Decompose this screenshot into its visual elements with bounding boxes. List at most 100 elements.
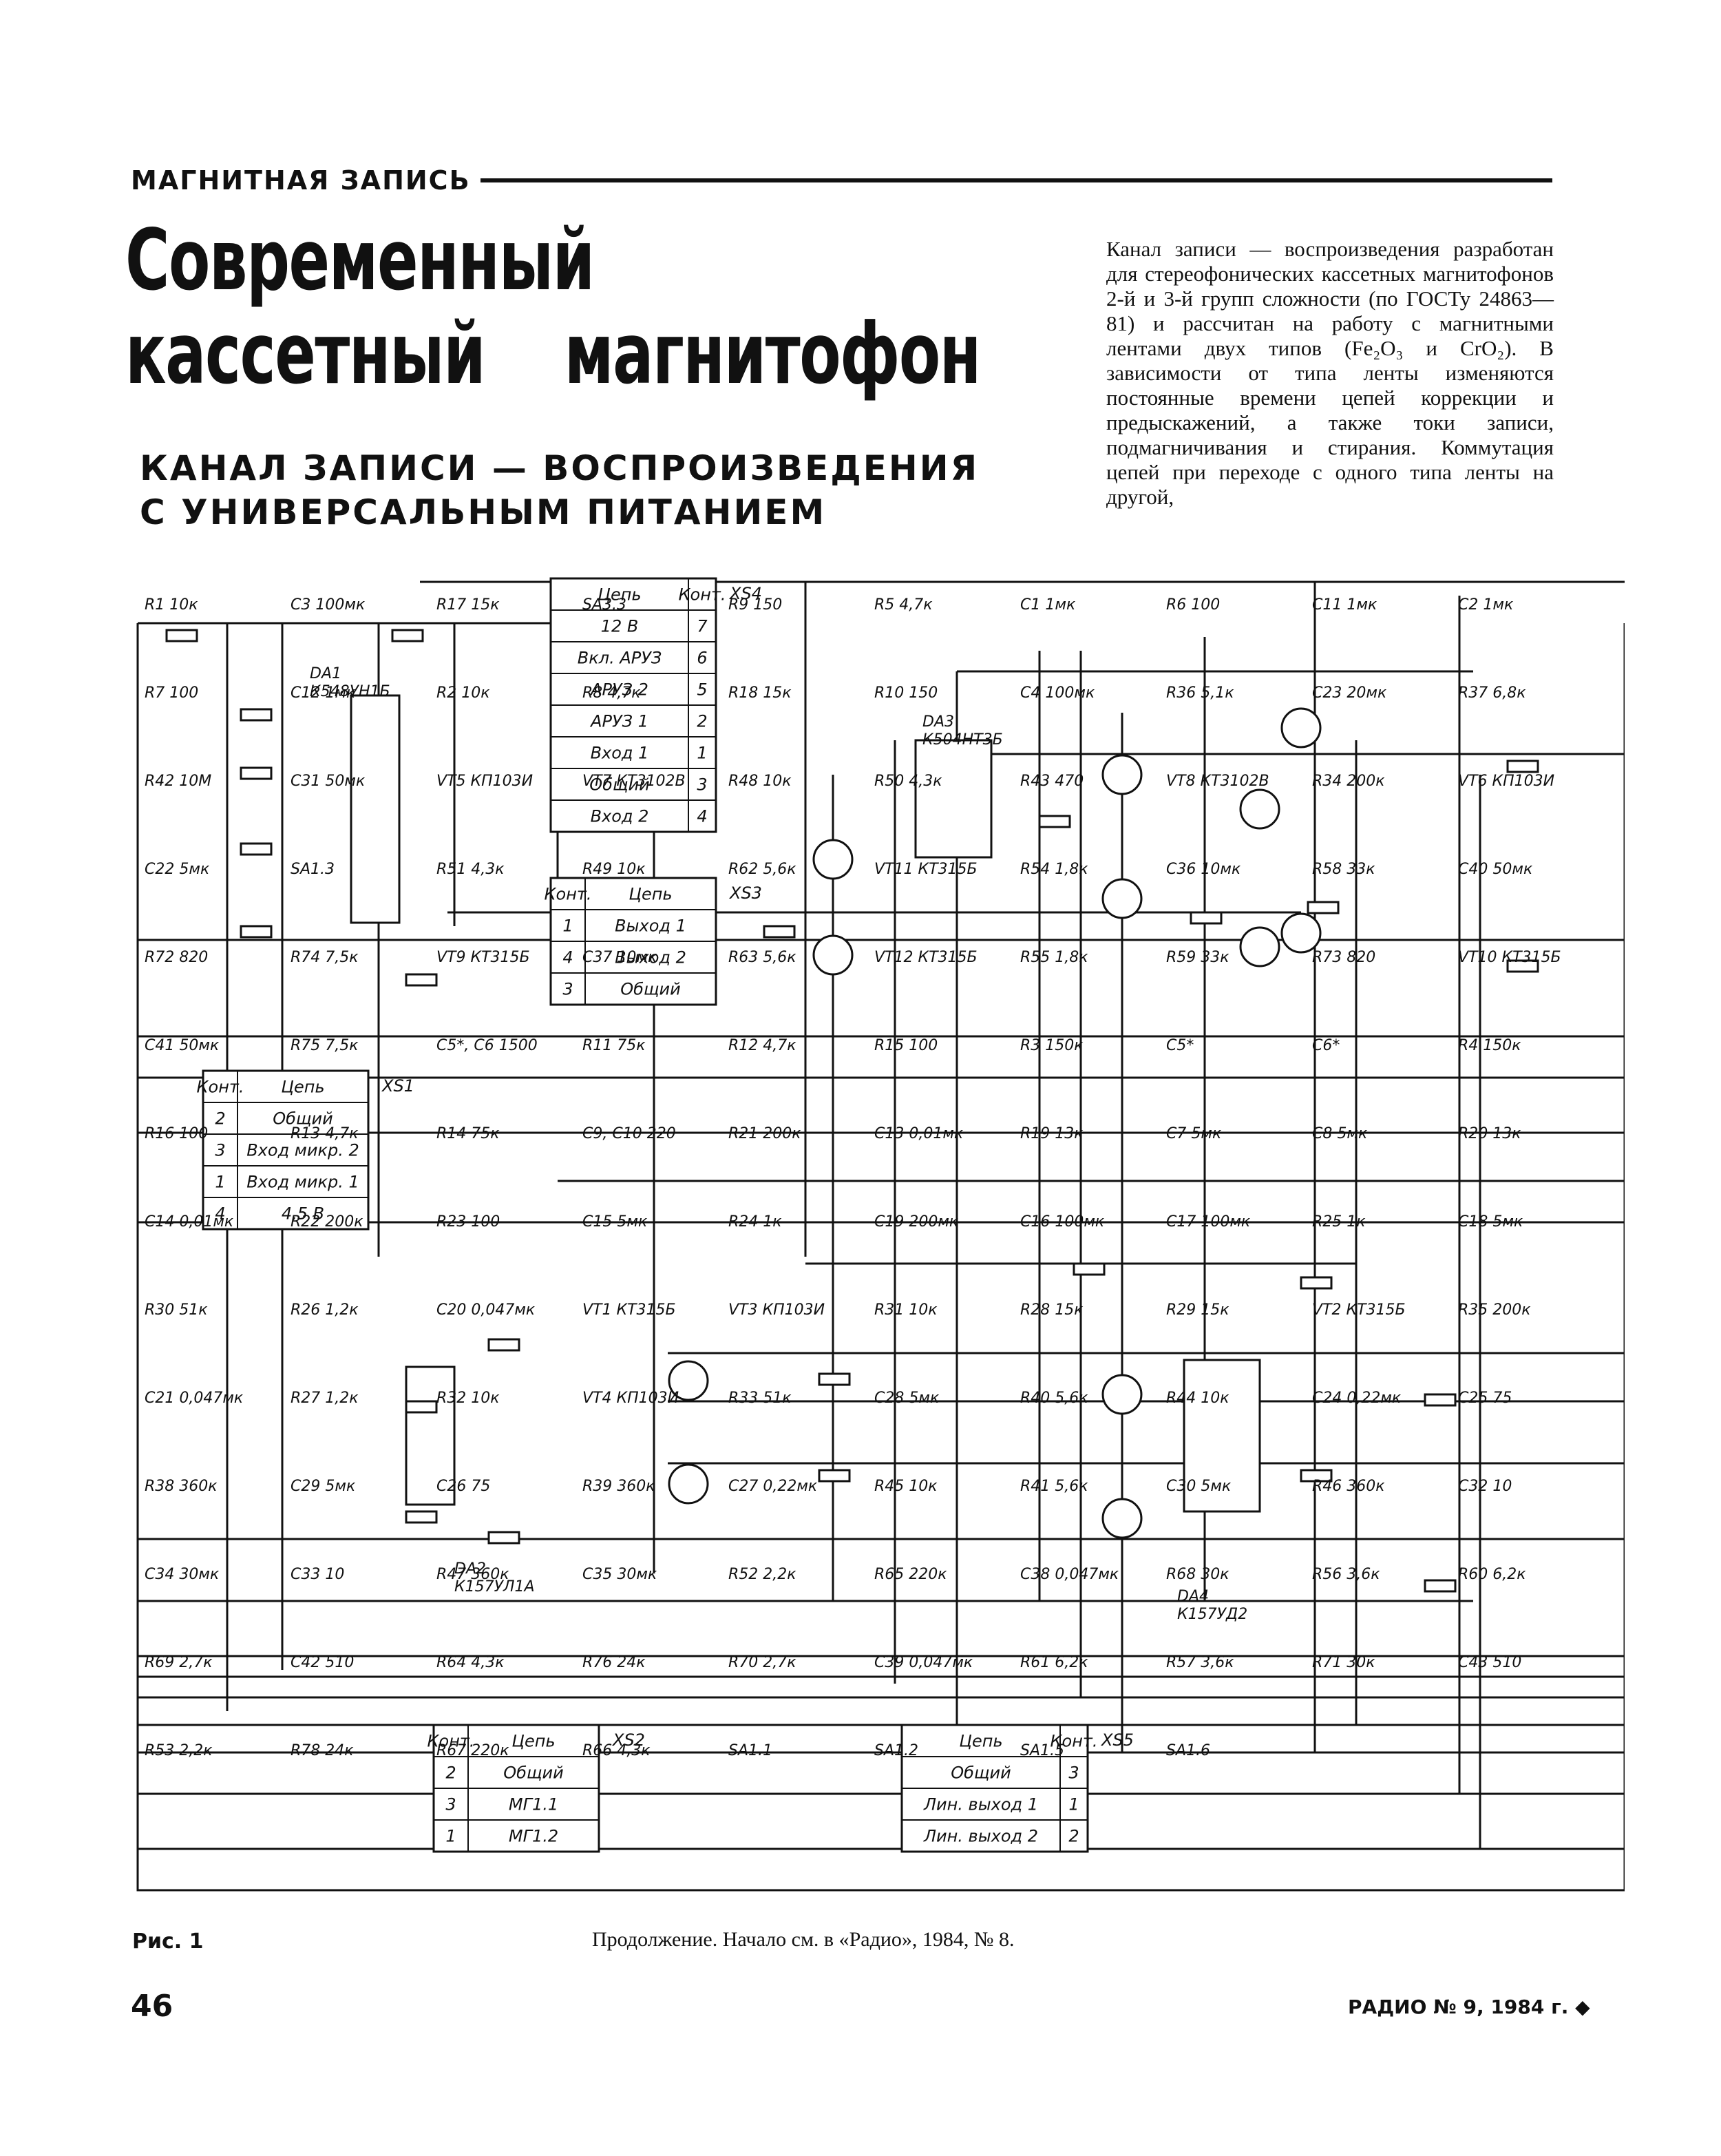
article-title: Современный кассетный магнитофон <box>125 211 981 403</box>
connector-header-cell: Конт. <box>196 1077 244 1096</box>
transistor-symbol <box>1280 707 1322 749</box>
connector-cell: 2 <box>215 1109 225 1128</box>
component-label: R60 6,2к <box>1458 1566 1526 1583</box>
component-label: R67 220к <box>436 1742 509 1759</box>
connector-cell: Общий <box>951 1763 1011 1782</box>
component-label: R57 3,6к <box>1166 1654 1234 1671</box>
component-label: C30 5мк <box>1166 1478 1232 1495</box>
transistor-symbol <box>1280 912 1322 954</box>
component-label: C16 100мк <box>1020 1213 1105 1231</box>
connector-id: XS2 <box>611 1730 645 1750</box>
component-label: SA1.1 <box>728 1742 772 1759</box>
connector-cell: 3 <box>562 979 573 998</box>
connector-cell: Общий <box>620 979 681 998</box>
ic-type: К157УЛ1А <box>454 1578 535 1595</box>
component-label: R38 360к <box>145 1478 218 1495</box>
component-label: C38 0,047мк <box>1020 1566 1119 1583</box>
component-label: R66 4,3к <box>582 1742 651 1759</box>
component-label: C29 5мк <box>291 1478 356 1495</box>
component-label: C33 10 <box>291 1566 344 1583</box>
ic-type: К548УН1Б <box>310 683 390 700</box>
component-label: VT8 КТ3102В <box>1166 773 1269 790</box>
connector-cell: 2 <box>697 711 707 731</box>
component-label: C42 510 <box>291 1654 354 1671</box>
component-label: R72 820 <box>145 949 208 966</box>
component-label: C13 0,01мк <box>874 1125 964 1142</box>
component-label: C5* <box>1166 1037 1194 1054</box>
connector-cell: 1 <box>215 1172 225 1191</box>
component-label: VT4 КП103И <box>582 1390 679 1407</box>
resistor-symbol <box>1190 911 1223 925</box>
connector-cell: 4 <box>215 1204 225 1223</box>
component-label: R36 5,1к <box>1166 684 1234 702</box>
component-label: R64 4,3к <box>436 1654 505 1671</box>
transistor-symbol <box>668 1463 709 1505</box>
component-label: R19 13к <box>1020 1125 1084 1142</box>
component-label: R71 30к <box>1312 1654 1375 1671</box>
component-label: R21 200к <box>728 1125 801 1142</box>
connector-cell: 1 <box>697 743 707 762</box>
component-label: R33 51к <box>728 1390 792 1407</box>
component-label: R39 360к <box>582 1478 655 1495</box>
resistor-symbol <box>240 925 273 939</box>
component-label: R2 10к <box>436 684 490 702</box>
transistor-symbol <box>1101 878 1143 919</box>
component-label: R13 4,7к <box>291 1125 359 1142</box>
resistor-symbol <box>1307 901 1340 914</box>
resistor-symbol <box>1300 1276 1333 1290</box>
title-line-2: кассетный магнитофон <box>125 305 981 403</box>
connector-header-cell: Цепь <box>511 1731 555 1750</box>
component-label: VT5 КП103И <box>436 773 533 790</box>
component-label: R43 470 <box>1020 773 1084 790</box>
component-label: VT12 КТ315Б <box>874 949 978 966</box>
connector-header-cell: Конт. <box>1050 1731 1097 1750</box>
connector-cell: Вход 1 <box>591 743 649 762</box>
resistor-symbol <box>1424 1393 1457 1407</box>
connector-cell: АРУЗ 2 <box>589 680 648 699</box>
component-label: R75 7,5к <box>291 1037 359 1054</box>
component-label: SA3.3 <box>582 596 626 614</box>
connector-cell: 3 <box>445 1794 456 1814</box>
resistor-symbol <box>240 708 273 722</box>
component-label: R34 200к <box>1312 773 1385 790</box>
component-label: SA1.3 <box>291 861 335 878</box>
component-label: R5 4,7к <box>874 596 933 614</box>
component-label: C19 200мк <box>874 1213 959 1231</box>
connector-cell: Вход 2 <box>591 806 649 826</box>
component-label: R26 1,2к <box>291 1301 359 1319</box>
component-label: R56 3,6к <box>1312 1566 1380 1583</box>
component-label: R62 5,6к <box>728 861 796 878</box>
component-label: R63 5,6к <box>728 949 796 966</box>
resistor-symbol <box>1424 1579 1457 1593</box>
component-label: C25 75 <box>1458 1390 1512 1407</box>
connector-cell: Общий <box>273 1109 333 1128</box>
component-label: C17 100мк <box>1166 1213 1251 1231</box>
connector-cell: 1 <box>562 916 573 935</box>
component-label: C18 5мк <box>1458 1213 1523 1231</box>
component-label: R50 4,3к <box>874 773 942 790</box>
component-label: R30 51к <box>145 1301 208 1319</box>
transistor-symbol <box>668 1360 709 1401</box>
component-label: C35 30мк <box>582 1566 657 1583</box>
connector-id: XS1 <box>381 1076 414 1096</box>
ic-type: К504НТ3Б <box>922 731 1003 749</box>
subtitle-line-1: КАНАЛ ЗАПИСИ — ВОСПРОИЗВЕДЕНИЯ <box>140 448 980 488</box>
transistor-symbol <box>1239 926 1280 967</box>
component-label: VT2 КТ315Б <box>1312 1301 1406 1319</box>
component-label: C7 5мк <box>1166 1125 1222 1142</box>
component-label: R22 200к <box>291 1213 363 1231</box>
component-label: R35 200к <box>1458 1301 1531 1319</box>
connector-header-cell: Цепь <box>629 884 672 903</box>
connector-cell: 5 <box>697 680 707 699</box>
component-label: C32 10 <box>1458 1478 1512 1495</box>
transistor-symbol <box>1239 788 1280 830</box>
component-label: R41 5,6к <box>1020 1478 1088 1495</box>
component-label: C39 0,047мк <box>874 1654 973 1671</box>
component-label: R42 10М <box>145 773 211 790</box>
resistor-symbol <box>763 925 796 939</box>
title-line-1: Современный <box>125 211 595 309</box>
ic-label: DA2 <box>454 1560 486 1578</box>
component-label: R70 2,7к <box>728 1654 796 1671</box>
resistor-symbol <box>405 1510 438 1524</box>
